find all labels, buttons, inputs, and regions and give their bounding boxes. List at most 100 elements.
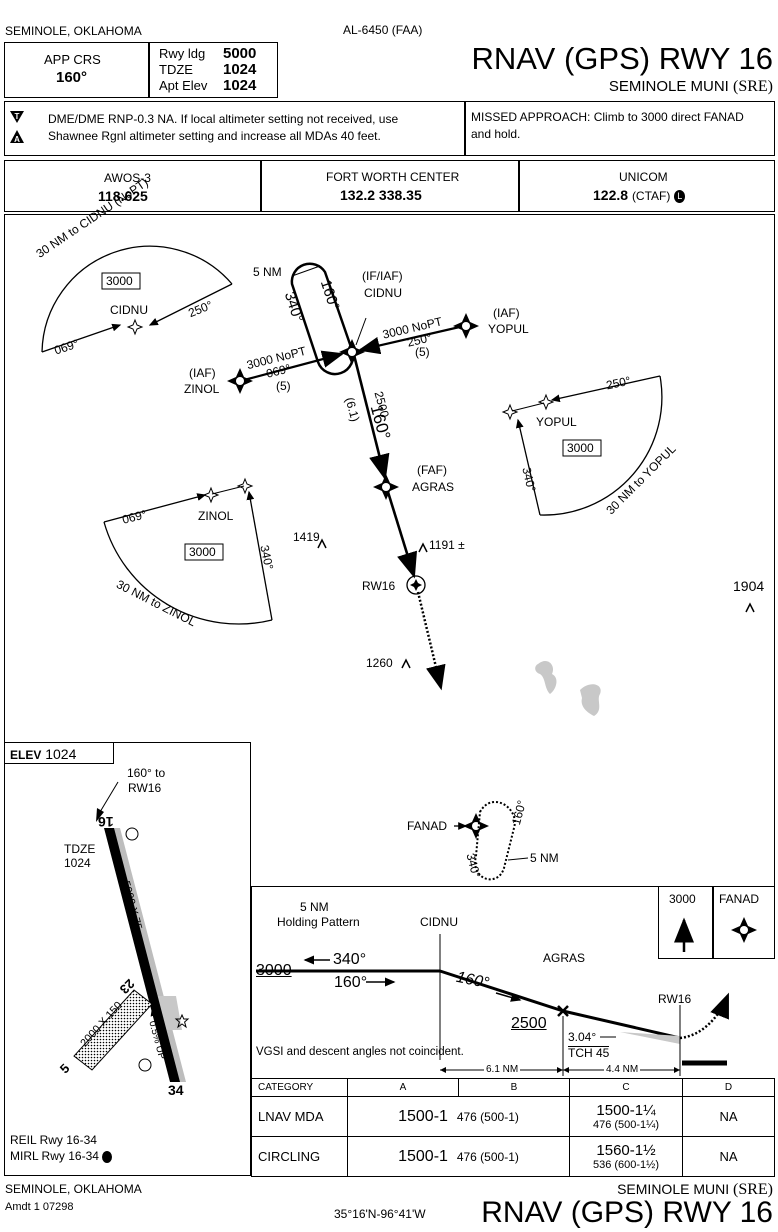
footer-location: SEMINOLE, OKLAHOMA (5, 1182, 142, 1196)
unicom-label: UNICOM (619, 170, 668, 184)
minima-header-c: C (569, 1078, 683, 1097)
awos-label: AWOS-3 (104, 171, 151, 185)
note-line2: Shawnee Rgnl altimeter setting and incre… (48, 129, 381, 143)
footer-title: RNAV (GPS) RWY 16 (481, 1196, 773, 1229)
yopul-taa-name: YOPUL (536, 415, 577, 429)
tdze-label: TDZE (159, 62, 193, 77)
awos-freq: 118.625 (98, 188, 148, 204)
app-crs-value: 160° (56, 69, 88, 86)
zinol-taa-waypoint2 (236, 477, 254, 495)
zinol-taa-name: ZINOL (198, 509, 234, 523)
circ-c-main: 1560-1½ (596, 1141, 656, 1159)
crs-to-line2: RW16 (128, 781, 162, 795)
nonstandard-alternate-icon: A (10, 130, 24, 144)
rwy-ldg-value: 5000 (223, 45, 257, 62)
agras-faf-waypoint (373, 474, 399, 500)
minima-header-d: D (682, 1078, 775, 1097)
if-label: (IF/IAF) (362, 269, 403, 283)
if-lightning (355, 317, 367, 346)
mirl-line: MIRL Rwy 16-34 (10, 1150, 113, 1163)
cidnu-taa-boundary-left (41, 323, 122, 353)
footer-amdt: Amdt 1 07298 (5, 1201, 74, 1213)
tdze-diagram-label: TDZE (64, 842, 96, 856)
dist-arrow (557, 1067, 563, 1073)
zinol-leg-dist: (5) (276, 379, 291, 393)
airport-code: (SRE) (733, 78, 773, 95)
elev-box (4, 742, 114, 764)
crs-leader (99, 781, 119, 813)
lnav-ab-sub: 476 (500-1) (456, 1109, 519, 1124)
profile-descent-1 (439, 969, 564, 1013)
circ-label: CIRCLING (251, 1136, 348, 1177)
unicom-freq-line: 122.8 (CTAF) L (593, 188, 686, 203)
lnav-c-main: 1500-1¼ (596, 1101, 656, 1119)
apt-elev-value: 1024 (223, 77, 257, 94)
divider (518, 160, 520, 212)
header-location: SEMINOLE, OKLAHOMA (5, 24, 142, 38)
pcl-letter: L (677, 190, 683, 201)
procedure-title: RNAV (GPS) RWY 16 (471, 41, 773, 76)
lnav-label: LNAV MDA (251, 1096, 348, 1137)
yopul-iaf-name: YOPUL (488, 322, 529, 336)
agras-profile-x (557, 1005, 569, 1017)
center-freq: 132.2 338.35 (340, 187, 422, 203)
yopul-taa-link (511, 402, 545, 412)
dist-arrow (440, 1067, 446, 1073)
hold-dist-label: 5 NM (253, 265, 282, 279)
profile-alt-3000: 3000 (256, 962, 292, 979)
unicom-ctaf: (CTAF) (631, 189, 671, 203)
fanad-holding-pattern (474, 800, 516, 881)
obstacle-1419 (317, 538, 327, 549)
zinol-taa-waypoint (202, 486, 220, 504)
app-crs-box (4, 42, 278, 98)
obstacle-1904-label: 1904 (733, 578, 765, 594)
obstacle-1191-label: 1191 ± (429, 539, 465, 551)
profile-cidnu: CIDNU (420, 915, 458, 929)
tdze-diagram-value: 1024 (64, 856, 91, 870)
hold-dist-tick (291, 265, 321, 277)
ma-icon-box (658, 886, 775, 959)
fanad-waypoint (463, 813, 489, 839)
airport-name-text: SEMINOLE MUNI (608, 78, 729, 95)
yopul-taa-alt-box (562, 439, 602, 457)
footer-airport: SEMINOLE MUNI (SRE) (617, 1182, 773, 1198)
profile-hold-line1: 5 NM (300, 900, 329, 914)
final-leg-1 (352, 354, 390, 481)
yopul-taa-alt: 3000 (567, 441, 594, 455)
minima-table: CATEGORY A B C D LNAV MDA 1500-1 476 (50… (251, 1078, 775, 1177)
final-leg-2 (386, 491, 418, 579)
obstacle-1419-label: 1419 (293, 530, 320, 544)
svg-text:T: T (15, 112, 20, 121)
zinol-iaf-label: (IAF) (189, 366, 216, 380)
obstacle-1191-value: 1191 (429, 538, 455, 552)
elev-label: ELEV (10, 748, 42, 762)
missed-line2: and hold. (471, 127, 521, 141)
lnav-d: NA (682, 1096, 775, 1137)
missed-line1: MISSED APPROACH: Climb to 3000 direct FA… (471, 110, 744, 124)
pcl-indicator (138, 1058, 152, 1072)
zinol-taa-boundary-right (246, 490, 273, 621)
profile-gp-angle: 3.04° (568, 1030, 597, 1044)
rwy34-label: 34 (168, 1082, 184, 1098)
wind-indicator (125, 827, 139, 841)
profile-crs-160a: 160° (334, 974, 368, 991)
app-crs-label: APP CRS (44, 52, 101, 67)
airport-diagram-frame (4, 742, 251, 1176)
profile-dist1: 6.1 NM (484, 1064, 521, 1075)
lnav-c-sub: 476 (500-1¼) (592, 1118, 660, 1131)
minima-header-b: B (458, 1078, 570, 1097)
profile-descent-2 (562, 1009, 681, 1040)
profile-agras: AGRAS (543, 951, 586, 965)
profile-hold-line2: Holding Pattern (277, 915, 360, 929)
cidnu-taa-arc (41, 245, 233, 353)
fanad-label: FANAD (407, 819, 448, 833)
beacon-icon (174, 1013, 190, 1029)
cidnu-holding-pattern (290, 262, 355, 376)
obstacle-1904 (745, 602, 755, 613)
gradient-arrow (150, 1009, 161, 1041)
